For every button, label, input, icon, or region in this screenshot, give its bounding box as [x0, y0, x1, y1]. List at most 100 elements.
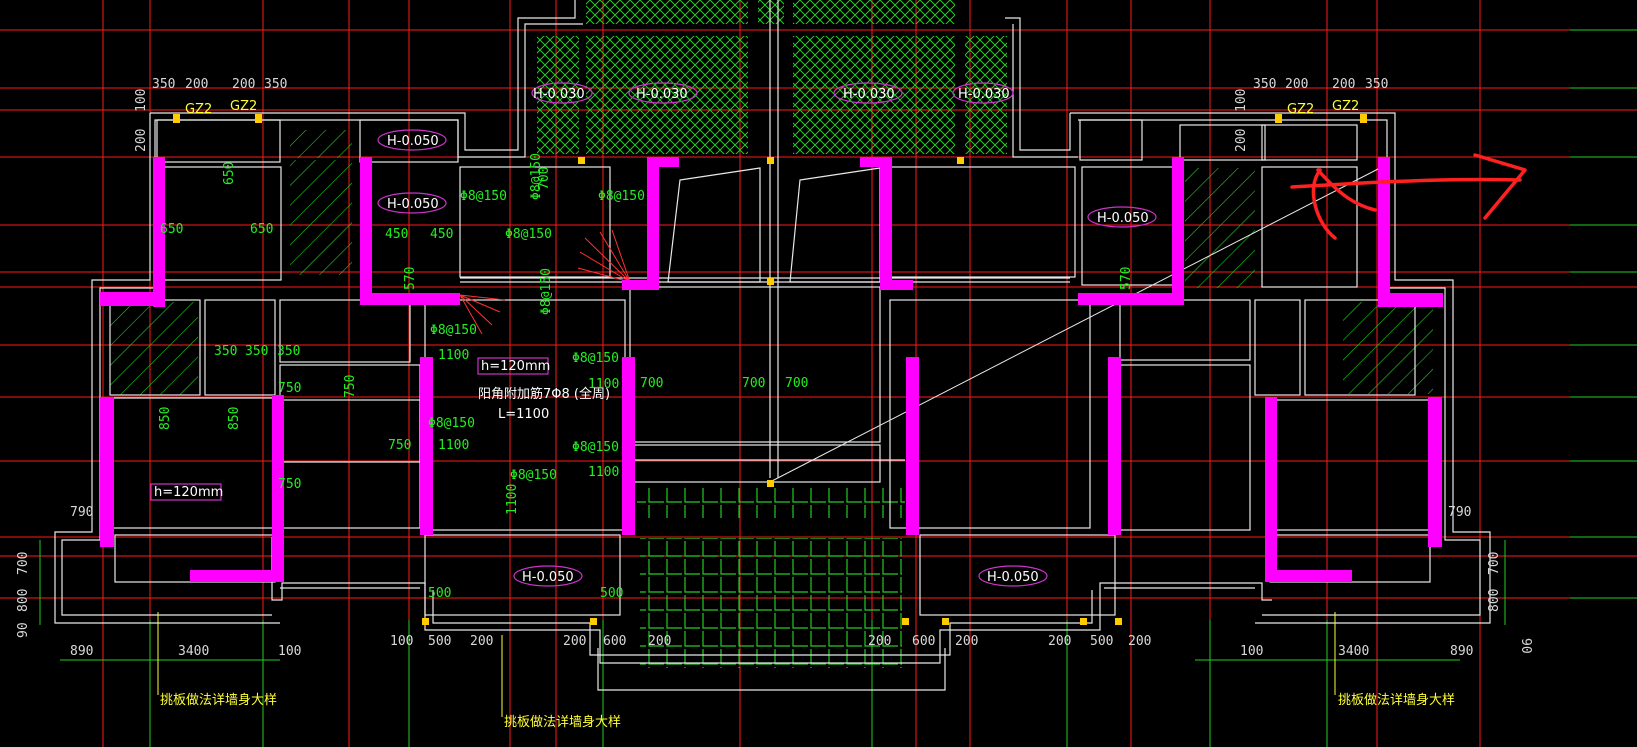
dim-label: 1100: [588, 465, 619, 480]
leader-line: [769, 167, 1381, 483]
slab-note: h=120mm: [154, 485, 223, 500]
rebar-label: Φ8@150: [529, 153, 544, 200]
rebar-label: Φ8@150: [572, 440, 619, 455]
dim-label: 350: [245, 344, 268, 359]
slab-note: h=120mm: [481, 359, 550, 374]
dim-label: 350: [214, 344, 237, 359]
column-tag-labels: GZ2 GZ2 GZ2 GZ2: [185, 99, 1359, 117]
column-tag: GZ2: [1332, 99, 1359, 114]
room-dimensions: 650 650 650 450 450 350 350 350 850 850 …: [158, 162, 1134, 601]
elevation-label: H-0.030: [533, 87, 585, 102]
outer-dim: 350: [152, 77, 175, 92]
outer-dim: 100: [1240, 644, 1263, 659]
dim-label: 850: [158, 407, 173, 430]
rebar-label: Φ8@150: [539, 268, 554, 315]
dim-label: 700: [742, 376, 765, 391]
elevation-label: H-0.030: [843, 87, 895, 102]
dim-label: 450: [430, 227, 453, 242]
outer-dim: 200: [868, 634, 891, 649]
outer-dim: 350: [264, 77, 287, 92]
outer-dim: 890: [70, 644, 93, 659]
outer-dim: 500: [428, 634, 451, 649]
dim-label: 500: [428, 586, 451, 601]
outer-dim: 90: [16, 622, 31, 638]
rebar-label: Φ8@150: [428, 416, 475, 431]
dim-label: 1100: [505, 484, 520, 515]
elevation-label: H-0.050: [387, 197, 439, 212]
detail-note: 挑板做法详墙身大样: [1338, 692, 1455, 708]
dim-label: 500: [600, 586, 623, 601]
detail-notes: 挑板做法详墙身大样 挑板做法详墙身大样 挑板做法详墙身大样: [157, 612, 1455, 730]
detail-note: 挑板做法详墙身大样: [504, 714, 621, 730]
outer-dim: 200: [1234, 129, 1249, 152]
outer-dim: 700: [16, 552, 31, 575]
outer-dim: 890: [1450, 644, 1473, 659]
dim-label: 700: [537, 167, 552, 190]
outer-dim: 100: [134, 89, 149, 112]
outer-dim: 3400: [1338, 644, 1369, 659]
outer-dim: 600: [603, 634, 626, 649]
outer-dim: 200: [1048, 634, 1071, 649]
column-markers: [173, 114, 1367, 625]
outer-dim: 790: [1448, 505, 1471, 520]
outer-dim: 800: [16, 589, 31, 612]
rebar-label: Φ8@150: [598, 189, 645, 204]
dim-label: 1100: [438, 438, 469, 453]
outer-dim: 700: [1487, 552, 1502, 575]
elevation-label: H-0.030: [636, 87, 688, 102]
rebar-label: Φ8@150: [430, 323, 477, 338]
dim-label: 700: [640, 376, 663, 391]
beam-length: L=1100: [498, 407, 549, 422]
outer-dim: 790: [70, 505, 93, 520]
outer-dim: 200: [563, 634, 586, 649]
rebar-label: Φ8@150: [572, 351, 619, 366]
dim-label: 650: [222, 162, 237, 185]
rebar-labels: Φ8@150 Φ8@150 Φ8@150 Φ8@150 Φ8@150 Φ8@15…: [428, 153, 645, 483]
shear-walls: [100, 157, 1443, 582]
column-tag: GZ2: [230, 99, 257, 114]
outer-dim: 500: [1090, 634, 1113, 649]
outer-dim: 200: [232, 77, 255, 92]
outer-dim: 100: [278, 644, 301, 659]
dim-label: 1100: [588, 377, 619, 392]
dim-label: 450: [385, 227, 408, 242]
outer-dimensions: 350 200 200 350 350 200 200 350 890 3400…: [16, 77, 1533, 659]
dim-label: 750: [278, 477, 301, 492]
dim-label: 750: [278, 381, 301, 396]
column-tag: GZ2: [1287, 102, 1314, 117]
annotation-arrow: [1290, 153, 1527, 240]
column-tag: GZ2: [185, 102, 212, 117]
outer-dim: 200: [648, 634, 671, 649]
outer-dim: 100: [390, 634, 413, 649]
outer-dim: 200: [470, 634, 493, 649]
dim-label: 650: [160, 222, 183, 237]
outer-dim: 200: [1285, 77, 1308, 92]
outer-dim: 3400: [178, 644, 209, 659]
construction-lines: [39, 29, 1637, 747]
outer-dim: 90: [1518, 638, 1533, 654]
outer-dim: 100: [1234, 89, 1249, 112]
elevation-label: H-0.050: [1097, 211, 1149, 226]
dim-label: 350: [277, 344, 300, 359]
outer-dim: 200: [1332, 77, 1355, 92]
detail-note: 挑板做法详墙身大样: [160, 692, 277, 708]
dim-label: 700: [785, 376, 808, 391]
dim-label: 750: [343, 375, 358, 398]
dim-label: 750: [388, 438, 411, 453]
elevation-label: H-0.050: [387, 134, 439, 149]
rebar-label: Φ8@150: [510, 468, 557, 483]
dim-label: 570: [403, 267, 418, 290]
elevation-labels: H-0.030 H-0.030 H-0.030 H-0.030 H-0.050 …: [154, 87, 1149, 585]
elevation-label: H-0.050: [522, 570, 574, 585]
outer-dim: 600: [912, 634, 935, 649]
rebar-label: Φ8@150: [460, 189, 507, 204]
outer-dim: 800: [1487, 589, 1502, 612]
dim-label: 650: [250, 222, 273, 237]
outer-dim: 200: [955, 634, 978, 649]
elevation-label: H-0.030: [958, 87, 1010, 102]
stair-spiral: [459, 229, 631, 335]
beam-note: 阳角附加筋7Φ8 (全周): [478, 386, 610, 402]
outer-dim: 200: [185, 77, 208, 92]
outer-dim: 350: [1365, 77, 1388, 92]
